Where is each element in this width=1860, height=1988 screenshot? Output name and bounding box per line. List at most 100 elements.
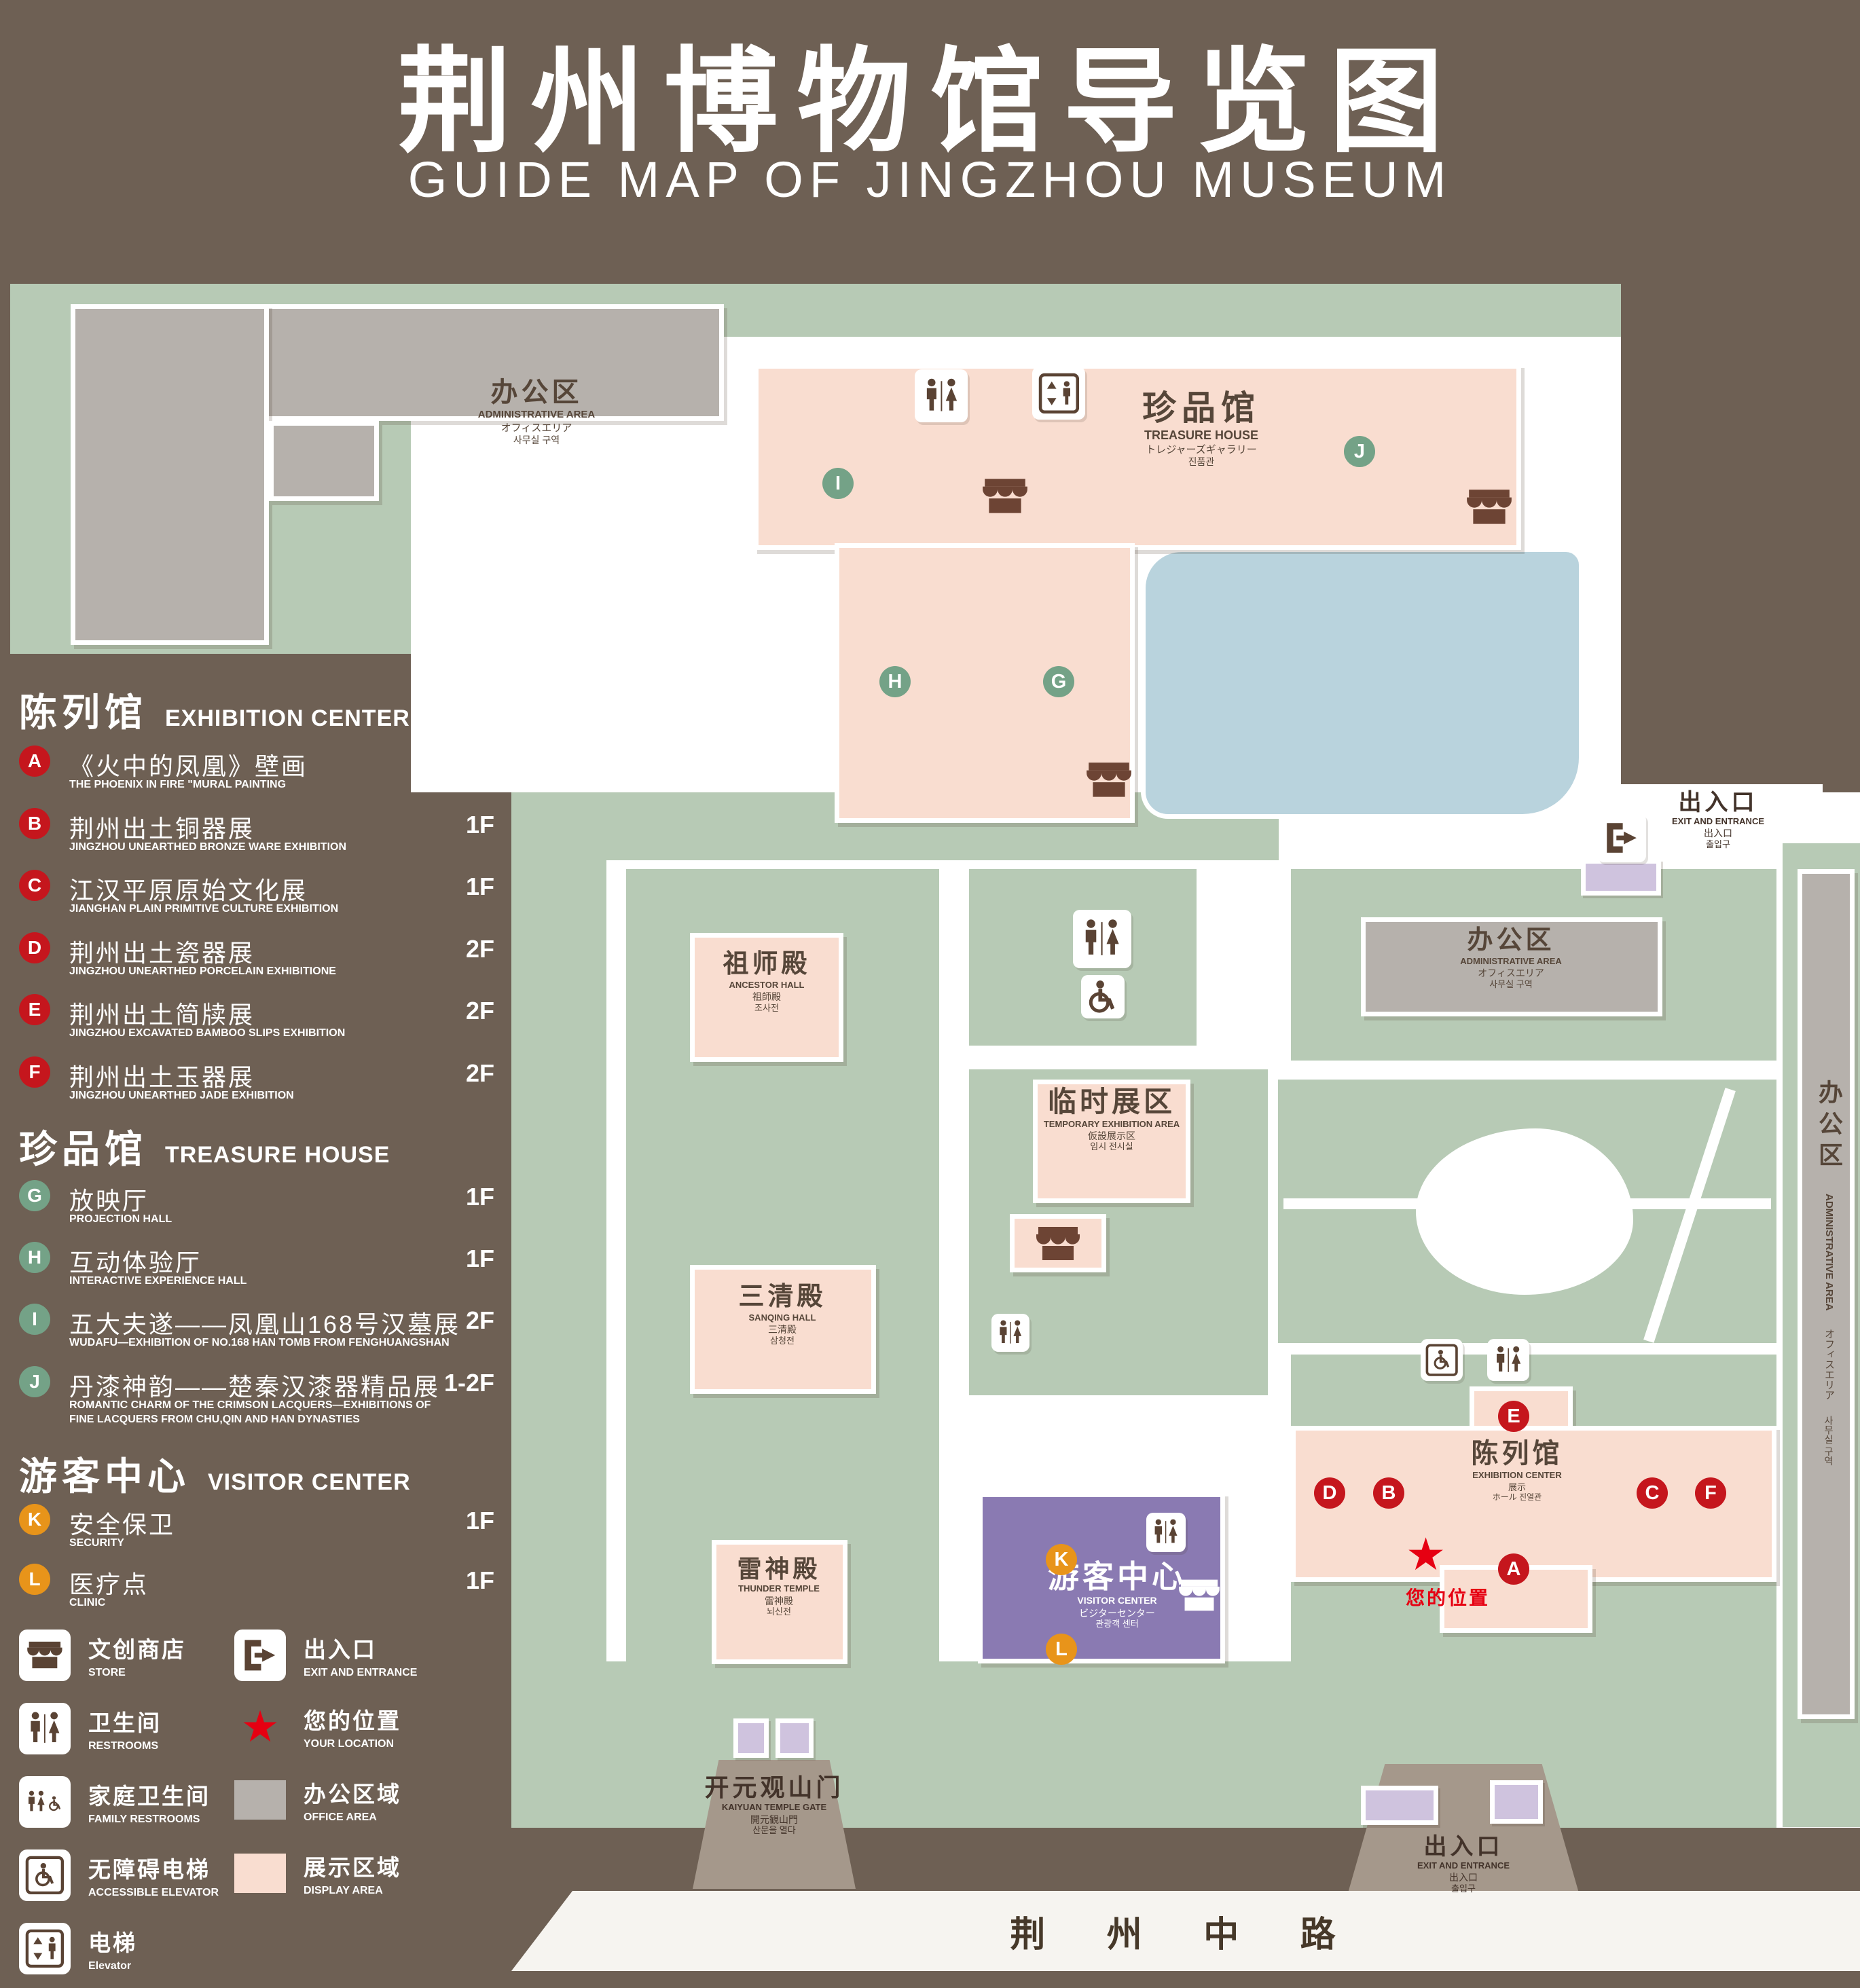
marker-badge-i: I	[19, 1304, 50, 1335]
exit-northeast-building	[1581, 859, 1661, 896]
admin-east-strip-label: 办公区 ADMINISTRATIVE AREA オフィスエリア 사무실 구역	[1789, 1080, 1846, 1894]
label-ko: ホール 진열관	[1492, 1492, 1542, 1502]
exit-south-building	[1490, 1780, 1543, 1824]
label-en: ADMINISTRATIVE AREA	[477, 409, 596, 421]
store-building	[1010, 1214, 1106, 1272]
map-marker-b: B	[1373, 1477, 1404, 1509]
symbol-zh: 文创商店	[88, 1637, 186, 1662]
exhibition-center-label: 陈列馆 EXHIBITION CENTER 展示 ホール 진열관	[1415, 1438, 1619, 1502]
marker-badge-b: B	[19, 808, 50, 839]
section-title-en: EXHIBITION CENTER	[165, 705, 410, 731]
map-marker-a: A	[1498, 1553, 1529, 1585]
label-zh: 办公区	[1467, 926, 1555, 955]
label-zh: 出入口	[1423, 1834, 1503, 1860]
legend-item-floor: 1F	[465, 1507, 494, 1534]
legend-item-en: CLINIC	[69, 1597, 106, 1608]
label-zh: 陈列馆	[1471, 1439, 1563, 1469]
road-label: 荆 州 中 路	[1010, 1915, 1362, 1955]
legend-section-exhibition-center: 陈列馆 EXHIBITION CENTER	[19, 682, 410, 737]
label-ja: 出入口	[1449, 1872, 1478, 1883]
legend-item-en: JIANGHAN PLAIN PRIMITIVE CULTURE EXHIBIT…	[69, 903, 339, 915]
road: 荆 州 中 路	[511, 1891, 1860, 1971]
exit-icon	[234, 1630, 286, 1681]
legend-item-en: SECURITY	[69, 1537, 124, 1549]
exit-south-label: 出入口 EXIT AND ENTRANCE 出入口 출입구	[1362, 1833, 1565, 1894]
marker-badge-c: C	[19, 870, 50, 901]
section-title-en: VISITOR CENTER	[208, 1469, 411, 1495]
legend-item-floor: 2F	[465, 1306, 494, 1334]
map-marker-i: I	[822, 468, 854, 499]
marker-badge-k: K	[19, 1504, 50, 1535]
family-restroom-icon	[19, 1776, 71, 1828]
admin-right-label: 办公区 ADMINISTRATIVE AREA オフィスエリア 사무실 구역	[1389, 925, 1633, 989]
lawn-block	[511, 792, 606, 1828]
legend-item-floor: 1F	[465, 872, 494, 900]
legend-symbol-accessible-elevator: 无障碍电梯 ACCESSIBLE ELEVATOR	[19, 1849, 219, 1901]
map-marker-l: L	[1046, 1634, 1077, 1665]
legend-symbol-display-area: 展示区域 DISPLAY AREA	[234, 1849, 401, 1897]
label-ja: 開元観山門	[750, 1814, 798, 1825]
label-en: ANCESTOR HALL	[729, 979, 805, 990]
label-ja: 三清殿	[768, 1324, 797, 1336]
restrooms-icon	[991, 1314, 1029, 1352]
label-en: ADMINISTRATIVE AREA	[1823, 1194, 1835, 1311]
legend-symbol-your-location: ★ 您的位置 YOUR LOCATION	[234, 1703, 401, 1750]
label-ko: 임시 전시실	[1090, 1141, 1133, 1152]
sanqing-hall-building	[690, 1265, 876, 1394]
restrooms-icon	[1487, 1339, 1529, 1381]
label-en: EXIT AND ENTRANCE	[1417, 1860, 1510, 1871]
legend-item-zh: 五大夫遂——凤凰山168号汉墓展	[69, 1310, 461, 1338]
store-icon	[19, 1630, 71, 1681]
symbol-zh: 展示区域	[304, 1855, 401, 1880]
legend-item-en: JINGZHOU UNEARTHED BRONZE WARE EXHIBITIO…	[69, 841, 347, 853]
ancestor-hall-building	[690, 933, 843, 1062]
label-ko: 진품관	[1188, 456, 1215, 467]
legend-item-zh: 丹漆神韵——楚秦汉漆器精品展	[69, 1373, 441, 1401]
symbol-zh: 家庭卫生间	[88, 1784, 211, 1809]
legend-item-zh: 放映厅	[69, 1187, 149, 1215]
label-zh: 珍品馆	[1142, 389, 1260, 427]
legend-item-zh: 互动体验厅	[69, 1249, 202, 1276]
admin-top-left-label: 办公区 ADMINISTRATIVE AREA オフィスエリア 사무실 구역	[407, 377, 665, 445]
legend-item-zh: 安全保卫	[69, 1511, 176, 1539]
store-icon	[1084, 759, 1134, 801]
label-ko: 사무실 구역	[1823, 1415, 1834, 1466]
store-icon	[1175, 1577, 1224, 1615]
label-zh: 出入口	[1678, 790, 1758, 815]
label-ja: オフィスエリア	[1823, 1329, 1835, 1401]
symbol-en: STORE	[88, 1667, 126, 1678]
map-marker-g: G	[1043, 666, 1074, 697]
garden-path	[1283, 1198, 1771, 1209]
symbol-en: OFFICE AREA	[304, 1811, 377, 1823]
label-ja: オフィスエリア	[500, 422, 572, 434]
map-marker-h: H	[879, 666, 911, 697]
label-zh: 祖师殿	[723, 950, 811, 978]
label-en: ADMINISTRATIVE AREA	[1460, 955, 1562, 966]
legend-item-zh: 荆州出土瓷器展	[69, 939, 255, 967]
exit-icon	[1597, 813, 1646, 862]
map-marker-j: J	[1344, 436, 1375, 467]
marker-badge-g: G	[19, 1180, 50, 1211]
label-en: EXHIBITION CENTER	[1472, 1470, 1562, 1481]
map-marker-f: F	[1695, 1477, 1726, 1509]
legend-item-en: JINGZHOU EXCAVATED BAMBOO SLIPS EXHIBITI…	[69, 1027, 346, 1039]
symbol-zh: 无障碍电梯	[88, 1857, 211, 1882]
label-ja: トレジャーズギャラリー	[1146, 444, 1257, 456]
thunder-temple-label: 雷神殿 THUNDER TEMPLE 雷神殿 뇌신전	[691, 1555, 867, 1617]
accessible-elevator-icon	[19, 1849, 71, 1901]
legend-symbol-restrooms: 卫生间 RESTROOMS	[19, 1703, 162, 1754]
legend-item-en: THE PHOENIX IN FIRE "MURAL PAINTING	[69, 779, 287, 790]
marker-badge-j: J	[19, 1366, 50, 1397]
legend-symbol-store: 文创商店 STORE	[19, 1630, 186, 1681]
legend-item-floor: 1F	[465, 811, 494, 839]
exhibition-center-building	[1291, 1426, 1776, 1582]
symbol-zh: 办公区域	[304, 1782, 401, 1807]
label-ja: 出入口	[1704, 828, 1732, 839]
admin-right-building	[1361, 917, 1662, 1016]
section-title-zh: 珍品馆	[19, 1128, 147, 1171]
legend-item-floor: 1-2F	[443, 1369, 494, 1397]
label-zh: 办公区	[1815, 1080, 1843, 1173]
label-ko: 뇌신전	[767, 1606, 791, 1617]
admin-east-strip-building	[1798, 869, 1855, 1719]
garden-path	[1416, 1128, 1633, 1295]
